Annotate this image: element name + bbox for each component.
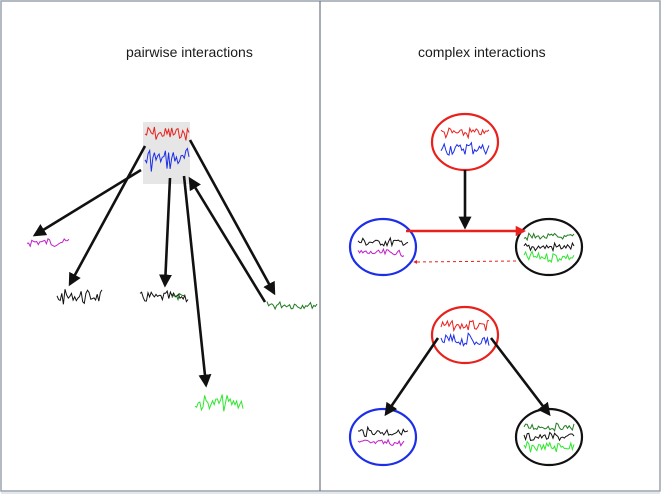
lower-right-bright-green-trace <box>523 440 575 453</box>
complex-title: complex interactions <box>418 44 546 60</box>
upper-source-blue-trace <box>440 141 490 156</box>
lower-right-dark-green-trace <box>523 422 575 432</box>
source-red-trace <box>144 126 190 141</box>
upper-source-red-trace <box>440 126 490 140</box>
target-black-trace <box>56 289 103 305</box>
source-blue-trace <box>144 147 190 172</box>
arrow-lower-source-to-left <box>384 337 440 417</box>
arrow-to-black-green <box>158 177 172 288</box>
pairwise-signals <box>26 126 318 412</box>
target-black-green-accent <box>171 292 184 302</box>
upper-right-black-trace <box>523 241 575 253</box>
complex-shapes <box>348 112 584 467</box>
dashed-arrow-right-to-left <box>413 259 517 264</box>
complex-signals <box>357 126 575 453</box>
lower-left-node <box>348 407 418 467</box>
arrow-to-black <box>68 145 147 287</box>
pairwise-arrows <box>32 139 276 388</box>
upper-left-black-trace <box>357 236 409 248</box>
target-dark-green-trace <box>266 300 318 311</box>
arrow-from-dark-green <box>188 176 267 303</box>
upper-right-dark-green-trace <box>523 232 575 242</box>
arrow-to-bright-green <box>182 175 212 388</box>
arrow-to-magenta <box>32 168 142 237</box>
upper-source-node <box>430 112 500 172</box>
pairwise-title: pairwise interactions <box>126 44 253 60</box>
lower-left-magenta-trace <box>357 438 405 447</box>
target-black-green-trace <box>139 289 189 303</box>
arrow-to-dark-green <box>188 139 276 296</box>
lower-source-node <box>430 305 500 365</box>
lower-left-black-trace <box>357 425 409 438</box>
upper-right-bright-green-trace <box>523 249 575 264</box>
upper-left-node <box>348 217 418 277</box>
target-magenta-trace <box>26 238 70 248</box>
arrow-lower-source-to-right <box>489 337 551 417</box>
lower-source-red-trace <box>440 319 490 333</box>
lower-right-black-trace <box>523 431 575 442</box>
lower-source-blue-trace <box>440 332 490 347</box>
target-bright-green-trace <box>194 394 244 412</box>
upper-left-magenta-trace <box>357 247 405 258</box>
